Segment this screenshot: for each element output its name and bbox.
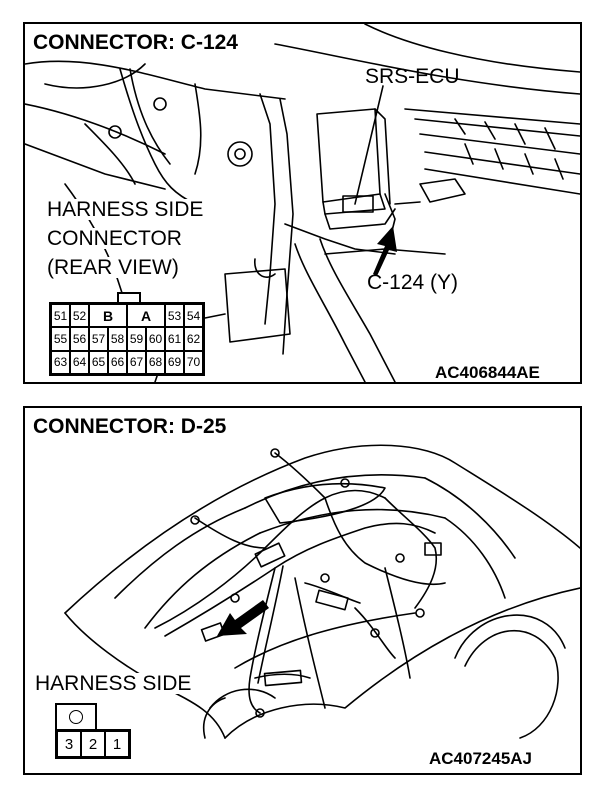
pin: 63 xyxy=(51,350,70,374)
pin-group-b: B xyxy=(89,304,127,328)
connector-latch xyxy=(117,292,141,304)
harness-side-label-line3: (REAR VIEW) xyxy=(47,256,179,279)
pin: 59 xyxy=(127,327,146,351)
pin-group-a: A xyxy=(127,304,165,328)
pin: 1 xyxy=(105,731,129,757)
vehicle-harness-illustration xyxy=(64,444,580,739)
harness-side-label: HARNESS SIDE xyxy=(35,672,192,695)
pin: 51 xyxy=(51,304,70,328)
pin: 55 xyxy=(51,327,70,351)
pin: 70 xyxy=(184,350,203,374)
srs-ecu-label: SRS-ECU xyxy=(365,65,460,88)
d25-pin-layout: 3 2 1 xyxy=(55,729,131,759)
pin: 58 xyxy=(108,327,127,351)
connector-d25-panel: CONNECTOR: D-25 HARNESS SIDE AC407245AJ … xyxy=(23,406,582,775)
harness-side-label-line2: CONNECTOR xyxy=(47,227,182,250)
pin: 64 xyxy=(70,350,89,374)
connector-arrow-icon xyxy=(217,600,269,636)
figure-code: AC406844AE xyxy=(435,363,540,382)
pin: 67 xyxy=(127,350,146,374)
lock-ring-icon xyxy=(69,710,83,724)
pin: 61 xyxy=(165,327,184,351)
pin: 2 xyxy=(81,731,105,757)
pin: 57 xyxy=(89,327,108,351)
pin: 60 xyxy=(146,327,165,351)
pin: 53 xyxy=(165,304,184,328)
pin: 3 xyxy=(57,731,81,757)
pin: 65 xyxy=(89,350,108,374)
pin: 54 xyxy=(184,304,203,328)
srs-ecu-location-illustration xyxy=(25,24,580,382)
pin: 52 xyxy=(70,304,89,328)
d25-connector-face: 3 2 1 xyxy=(55,703,131,759)
connector-latch xyxy=(55,703,97,731)
figure-code: AC407245AJ xyxy=(429,749,533,768)
pin: 66 xyxy=(108,350,127,374)
connector-arrow-icon xyxy=(373,226,397,276)
connector-c124-label: C-124 (Y) xyxy=(367,271,459,294)
pin: 62 xyxy=(184,327,203,351)
panel-title: CONNECTOR: C-124 xyxy=(33,31,238,54)
pin: 69 xyxy=(165,350,184,374)
pin: 68 xyxy=(146,350,165,374)
harness-side-label-line1: HARNESS SIDE xyxy=(47,198,204,221)
panel-title: CONNECTOR: D-25 xyxy=(33,415,227,438)
c124-pin-layout: 51 52 B A 53 54 55 56 57 58 59 60 61 62 … xyxy=(49,302,205,376)
pin: 56 xyxy=(70,327,89,351)
connector-c124-panel: CONNECTOR: C-124 SRS-ECU HARNESS SIDE CO… xyxy=(23,22,582,384)
